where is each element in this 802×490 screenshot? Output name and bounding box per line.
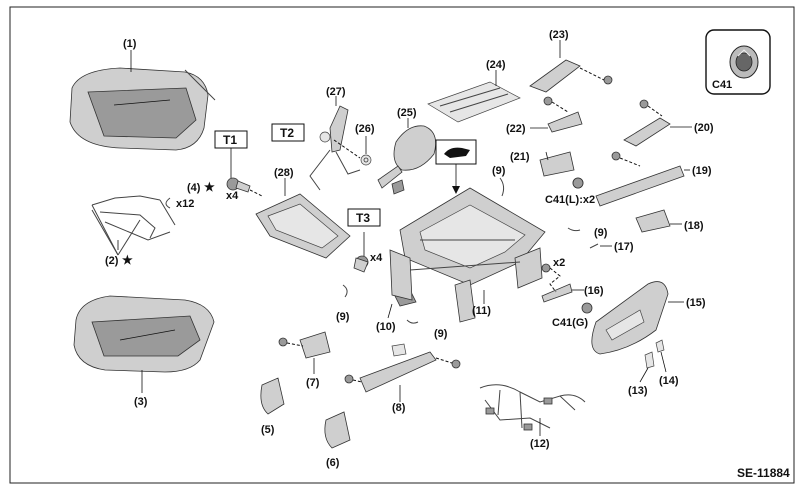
part-clip-c41: [572, 177, 584, 189]
callout-4: (4): [187, 182, 201, 194]
callout-18: (18): [684, 220, 704, 232]
part-wire-assembly: [91, 195, 176, 256]
callout-10: (10): [376, 321, 396, 333]
callout-16: (16): [584, 285, 604, 297]
callout-9-a: (9): [336, 311, 350, 323]
callout-19: (19): [692, 165, 712, 177]
callout-14: (14): [659, 375, 679, 387]
callout-11: (11): [472, 305, 491, 317]
part-seat-cushion-cover: [69, 50, 216, 151]
tool-label-t2: T2: [280, 126, 294, 140]
callout-9-b: (9): [434, 328, 448, 340]
callout-22: (22): [506, 123, 526, 135]
callout-8: (8): [392, 402, 406, 414]
callout-21: (21): [510, 151, 530, 163]
qty-t3: x4: [370, 252, 383, 264]
figure-code: SE-11884: [737, 466, 790, 480]
callout-9-c: (9): [492, 165, 506, 177]
part-cover-5: [260, 377, 285, 415]
tool-box-t1: [214, 130, 248, 149]
callout-23: (23): [549, 29, 569, 41]
callout-17: (17): [614, 241, 634, 253]
part-13-14: [639, 339, 667, 383]
connector-pictogram: [435, 139, 477, 194]
part-cushion-pad: [73, 295, 215, 393]
callout-15: (15): [686, 297, 706, 309]
part-cover-22: [530, 96, 583, 133]
callout-7: (7): [306, 377, 320, 389]
part-bolt-t1: [226, 148, 263, 197]
part-wire-harness-12: [479, 384, 586, 436]
part-bracket-20: [623, 99, 692, 147]
tool-label-t3: T3: [356, 211, 370, 225]
part-base-plate-24: [427, 70, 521, 123]
callout-5: (5): [261, 424, 275, 436]
callout-27: (27): [326, 86, 346, 98]
part-lever-26: [360, 136, 405, 195]
clip-label-c41-l: C41(L):x2: [545, 194, 595, 206]
callout-3: (3): [134, 396, 148, 408]
part-cushion-frame-28: [255, 178, 351, 259]
part-side-cover-15: [581, 281, 684, 355]
star-2: ★: [122, 253, 133, 267]
callout-20: (20): [694, 122, 714, 134]
tool-box-t3: [347, 208, 381, 227]
callout-1: (1): [123, 38, 137, 50]
part-bracket-21: [539, 151, 575, 177]
tool-box-t2: [271, 123, 305, 142]
qty-16: x2: [553, 257, 565, 269]
part-clip-9: [342, 177, 581, 324]
part-bracket-18: [635, 209, 682, 233]
callout-28: (28): [274, 167, 294, 179]
callout-25: (25): [397, 107, 417, 119]
diagram-frame: [9, 6, 795, 484]
part-bracket-16: [541, 263, 584, 303]
part-bracket-7: [278, 331, 331, 374]
callout-12: (12): [530, 438, 550, 450]
part-seat-frame-11: [389, 187, 546, 323]
part-rail-cover-8: [344, 343, 461, 402]
callout-24: (24): [486, 59, 506, 71]
callout-13: (13): [628, 385, 648, 397]
part-bracket-23: [529, 40, 613, 93]
part-cover-6: [324, 411, 351, 449]
clip-label-c41-g: C41(G): [552, 317, 588, 329]
part-clip-17: [589, 243, 612, 249]
part-recliner-27: [309, 96, 361, 191]
part-bolt-t3: [353, 232, 369, 273]
callout-26: (26): [355, 123, 375, 135]
star-4: ★: [204, 180, 215, 194]
qty-hog-ring: x12: [176, 198, 194, 210]
callout-9-d: (9): [594, 227, 608, 239]
part-hog-ring: [165, 197, 171, 209]
tool-label-t1: T1: [223, 133, 237, 147]
qty-t1: x4: [226, 190, 239, 202]
c41-inset-label: C41: [712, 79, 732, 91]
part-pad-25: [393, 118, 437, 171]
callout-6: (6): [326, 457, 340, 469]
callout-2: (2): [105, 255, 119, 267]
c41-inset: C41: [705, 29, 771, 95]
